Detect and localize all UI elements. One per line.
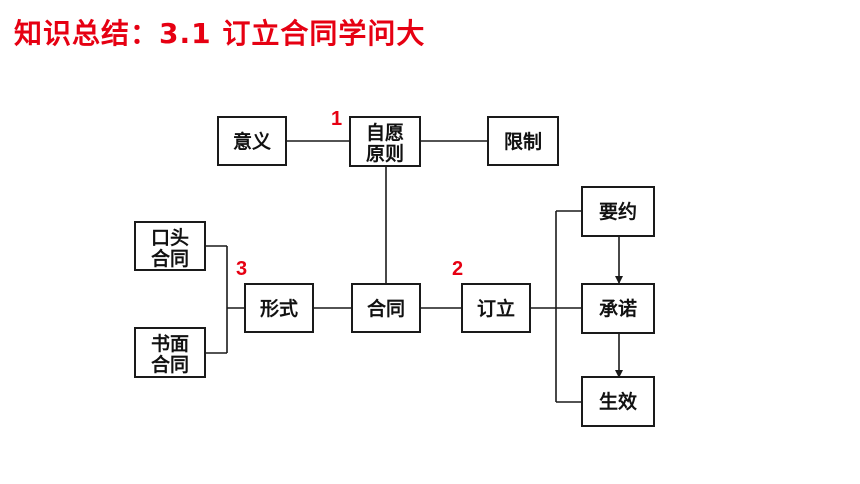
node-xianzhi-label: 限制 — [504, 130, 542, 153]
node-yaoyue-label: 要约 — [599, 200, 637, 223]
node-shumian-label-line1: 书面 — [151, 333, 189, 355]
node-shumian-hetong: 书面 合同 — [134, 327, 206, 378]
node-koutou-label-line2: 合同 — [151, 247, 189, 270]
node-yiyi: 意义 — [217, 116, 287, 166]
number-label-1: 1 — [331, 108, 342, 130]
node-xingshi: 形式 — [244, 283, 314, 333]
node-koutou-hetong: 口头 合同 — [134, 221, 206, 271]
node-xingshi-label: 形式 — [260, 297, 298, 320]
node-shumian-label-line2: 合同 — [151, 353, 189, 376]
node-hetong-label: 合同 — [367, 297, 405, 320]
node-chengnuo: 承诺 — [581, 283, 655, 334]
number-label-2: 2 — [452, 258, 463, 280]
node-dingli-label: 订立 — [477, 297, 515, 320]
node-shengxiao-label: 生效 — [599, 390, 637, 413]
node-ziyuan-label-line1: 自愿 — [366, 121, 404, 144]
node-xianzhi: 限制 — [487, 116, 559, 166]
node-shengxiao: 生效 — [581, 376, 655, 427]
node-ziyuan-yuanze: 自愿 原则 — [349, 116, 421, 167]
node-dingli: 订立 — [461, 283, 531, 333]
page-title: 知识总结：3.1 订立合同学问大 — [14, 17, 426, 50]
node-chengnuo-label: 承诺 — [599, 298, 637, 320]
node-koutou-label-line1: 口头 — [151, 227, 189, 249]
node-yiyi-label: 意义 — [233, 130, 271, 153]
node-ziyuan-label-line2: 原则 — [366, 143, 404, 165]
number-label-3: 3 — [236, 258, 247, 280]
node-hetong: 合同 — [351, 283, 421, 333]
node-yaoyue: 要约 — [581, 186, 655, 237]
